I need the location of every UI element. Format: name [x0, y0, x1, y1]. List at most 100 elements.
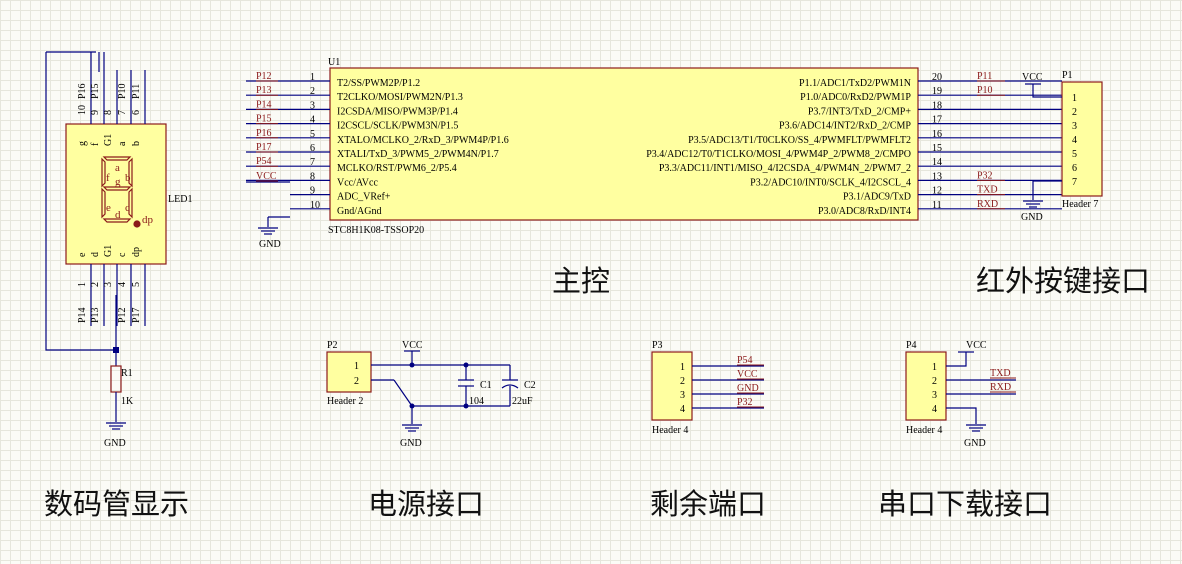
u1-chip[interactable]: U1 STC8H1K08-TSSOP20 1T2/SS/PWM2P/P1.2P1…	[246, 57, 1062, 236]
p1-pin-number: 7	[1072, 177, 1077, 188]
led1-bottom-pin-net: P17	[131, 307, 142, 323]
p1-vcc-label: VCC	[1022, 72, 1043, 83]
u1-pin-function: P3.7/INT3/TxD_2/CMP+	[808, 106, 912, 117]
p2-body	[326, 351, 372, 393]
section-title-ir-keys: 红外按键接口	[976, 264, 1151, 298]
u1-designator: U1	[328, 57, 340, 68]
led1-top-pin-number: 10	[77, 105, 88, 115]
led1-top-inner-label: f	[90, 142, 101, 146]
u1-left-pins: 1T2/SS/PWM2P/P1.2P122T2CLKO/MOSI/PWM2N/P…	[246, 71, 509, 217]
led1-top-pin-net: P16	[77, 83, 88, 99]
led1-bottom-inner-label: c	[117, 252, 128, 257]
led1-segment-letter: g	[115, 176, 121, 188]
u1-gnd-label: GND	[259, 239, 281, 250]
p1-part: Header 7	[1062, 199, 1098, 210]
p3-designator: P3	[652, 340, 663, 351]
led1-top-pin-number: 9	[90, 110, 101, 115]
led1-segments	[101, 156, 141, 228]
led1-top-pin-number: 7	[117, 110, 128, 115]
led1-bottom-pin-net: P14	[77, 307, 88, 323]
u1-pin-function: T2/SS/PWM2P/P1.2	[337, 78, 420, 89]
led1-bottom-pin-number: 3	[103, 282, 114, 287]
led1-bottom-pin-number: 1	[77, 282, 88, 287]
led1-bottom-inner-label: dp	[131, 247, 142, 257]
u1-pin-number: 15	[932, 143, 942, 154]
p1-designator: P1	[1062, 70, 1073, 81]
led1-top-pin-net: P15	[90, 83, 101, 99]
p1-body	[1061, 81, 1103, 197]
p1-pin-number: 5	[1072, 149, 1077, 160]
u1-pin-number: 2	[310, 86, 315, 97]
u1-pin-number: 17	[932, 115, 942, 126]
p4-rxd-net: RXD	[990, 382, 1011, 393]
led1-bottom-inner-label: d	[90, 252, 101, 257]
p3-net-label: VCC	[737, 369, 758, 380]
p4-pin-number: 2	[932, 376, 937, 387]
p3-pin-number: 1	[680, 362, 685, 373]
u1-pin-function: P1.1/ADC1/TxD2/PWM1N	[799, 78, 911, 89]
p4-gnd-label: GND	[964, 438, 986, 449]
u1-part: STC8H1K08-TSSOP20	[328, 225, 424, 236]
u1-pin-function: P1.0/ADC0/RxD2/PWM1P	[800, 92, 911, 103]
u1-net-label: P10	[977, 85, 993, 96]
r1-body	[110, 365, 122, 393]
u1-pin-function: ADC_VRef+	[337, 192, 391, 203]
p4-txd-net: TXD	[990, 368, 1011, 379]
p4-pin-number: 1	[932, 362, 937, 373]
u1-pin-function: XTALO/MCLKO_2/RxD_3/PWM4P/P1.6	[337, 135, 509, 146]
u1-net-label: TXD	[977, 185, 998, 196]
c2-value: 22uF	[512, 396, 533, 407]
u1-right-pins: 20P1.1/ADC1/TxD2/PWM1NP1119P1.0/ADC0/RxD…	[646, 71, 1062, 217]
p1-pin-number: 2	[1072, 107, 1077, 118]
p1-pin-number: 3	[1072, 121, 1077, 132]
p3-net-label: P32	[737, 397, 753, 408]
p2-part: Header 2	[327, 396, 363, 407]
u1-pin-number: 20	[932, 72, 942, 83]
u1-pin-function: Gnd/AGnd	[337, 206, 381, 217]
led1-display[interactable]: LED1 10P16g9P15f8G17P10a6P11b1P14e2P13d3…	[65, 52, 192, 326]
u1-net-label: P14	[256, 99, 272, 110]
u1-pin-number: 10	[310, 200, 320, 211]
u1-pin-number: 9	[310, 186, 315, 197]
u1-pin-number: 19	[932, 86, 942, 97]
p4-part: Header 4	[906, 425, 942, 436]
u1-pin-function: P3.0/ADC8/RxD/INT4	[818, 206, 911, 217]
u1-pin-function: Vcc/AVcc	[337, 177, 378, 188]
p1-gnd-label: GND	[1021, 212, 1043, 223]
u1-pin-function: I2CSDA/MISO/PWM3P/P1.4	[337, 106, 458, 117]
led1-bottom-pin-number: 4	[117, 282, 128, 287]
led1-top-inner-label: G1	[103, 134, 114, 146]
led1-segment-letter: a	[115, 162, 120, 174]
r1-resistor[interactable]: R1 1K GND	[45, 51, 134, 449]
u1-pin-function: T2CLKO/MOSI/PWM2N/P1.3	[337, 92, 463, 103]
u1-net-label: P54	[256, 156, 272, 167]
u1-pin-number: 13	[932, 171, 942, 182]
u1-pin-number: 11	[932, 200, 942, 211]
p4-pin-number: 3	[932, 390, 937, 401]
led1-bottom-pin-net: P12	[117, 307, 128, 323]
u1-pin-number: 7	[310, 157, 315, 168]
section-title-serial: 串口下载接口	[878, 487, 1053, 521]
u1-pin-function: P3.5/ADC13/T1/T0CLKO/SS_4/PWMFLT/PWMFLT2	[688, 135, 911, 146]
p3-net-label: GND	[737, 383, 759, 394]
led1-segment-letter: c	[125, 202, 130, 214]
p2-pin-2: 2	[354, 376, 359, 387]
p3-pin-number: 4	[680, 404, 685, 415]
u1-pin-function: P3.6/ADC14/INT2/RxD_2/CMP	[779, 121, 911, 132]
led1-segment-letter: e	[106, 202, 111, 214]
p2-header[interactable]: P2 1 2 Header 2 VCC	[326, 340, 536, 449]
led1-segment-letter: dp	[142, 214, 154, 226]
section-title-digit-display: 数码管显示	[44, 487, 190, 521]
p1-pin-number: 1	[1072, 93, 1077, 104]
led1-top-inner-label: g	[77, 141, 88, 146]
u1-pin-number: 18	[932, 100, 942, 111]
p3-pin-number: 3	[680, 390, 685, 401]
led1-bottom-inner-label: e	[77, 252, 88, 257]
u1-pin-function: P3.3/ADC11/INT1/MISO_4/I2CSDA_4/PWM4N_2/…	[659, 163, 911, 174]
